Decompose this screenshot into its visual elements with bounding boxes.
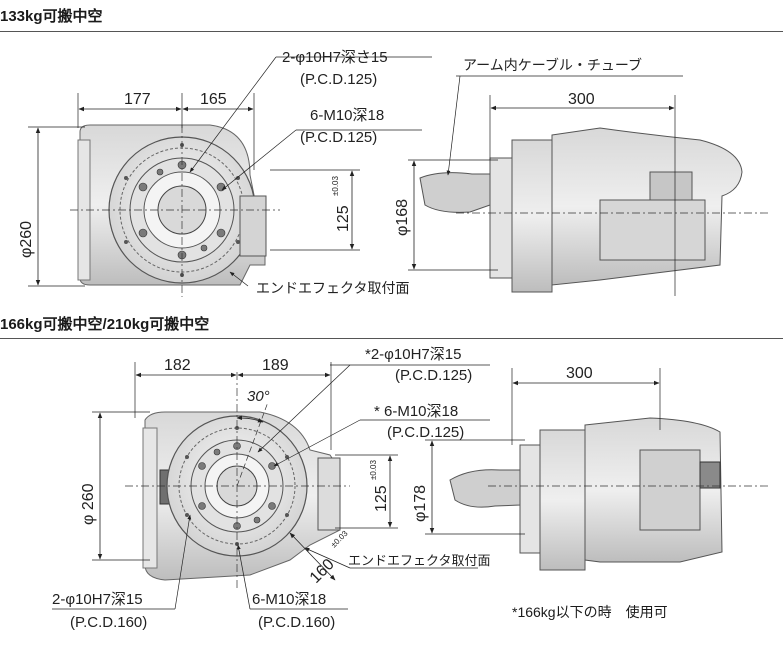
s1-cable-label: アーム内ケーブル・チューブ [463,57,642,73]
s1-dim-dia168: φ168 [394,199,411,236]
s2-dim-dia178: φ178 [412,485,429,522]
s1-side-view [419,127,768,293]
s2-pin-holes-pcd: (P.C.D.160) [70,614,147,631]
s2-dim-189: 189 [262,357,289,374]
s1-dim-177: 177 [124,91,151,108]
s1-tap-holes-label: 6-M10深18 [310,107,384,124]
s1-dim-125: 125 [335,205,352,232]
s2-tap-holes-pcd: (P.C.D.160) [258,614,335,631]
s2-dim-125: 125 [373,485,390,512]
s2-tap-holes-star-pcd: (P.C.D.125) [387,424,464,441]
s1-pin-holes-label: 2-φ10H7深さ15 [282,49,388,66]
section1-divider [0,31,783,32]
s2-mount-face-label: エンドエフェクタ取付面 [348,553,490,568]
s2-side-dimensions [425,368,661,535]
s1-front-view [70,124,280,297]
s2-pin-holes-label: 2-φ10H7深15 [52,591,143,608]
s1-dim-165: 165 [200,91,227,108]
s2-dimensions [52,362,490,610]
s2-pin-holes-star-label: *2-φ10H7深15 [365,346,461,363]
s2-dim-dia260: φ 260 [80,483,97,525]
section1-title: 133kg可搬中空 [0,8,103,25]
s1-tap-holes-pcd: (P.C.D.125) [300,129,377,146]
s2-usage-note: *166kg以下の時 使用可 [512,604,668,620]
s1-side-dimensions [408,75,683,296]
section2-title: 166kg可搬中空/210kg可搬中空 [0,316,210,333]
s2-angle-30: 30° [247,388,270,405]
s1-dimensions [28,56,432,287]
s2-pin-holes-star-pcd: (P.C.D.125) [395,367,472,384]
s2-dim-300: 300 [566,365,593,382]
s2-dim-125-tol: ±0.03 [369,459,378,480]
s1-dim-125-tol: ±0.03 [331,175,340,196]
s2-tap-holes-label: 6-M10深18 [252,591,326,608]
s2-dim-182: 182 [164,357,191,374]
s1-pin-holes-pcd: (P.C.D.125) [300,71,377,88]
s2-side-view [449,417,768,571]
s2-tap-holes-star-label: * 6-M10深18 [374,403,458,420]
s2-front-view [125,372,350,590]
section2-divider [0,338,783,339]
s1-dim-300: 300 [568,91,595,108]
s1-mount-face-label: エンドエフェクタ取付面 [256,280,409,296]
s1-dim-dia260: φ260 [18,221,35,258]
